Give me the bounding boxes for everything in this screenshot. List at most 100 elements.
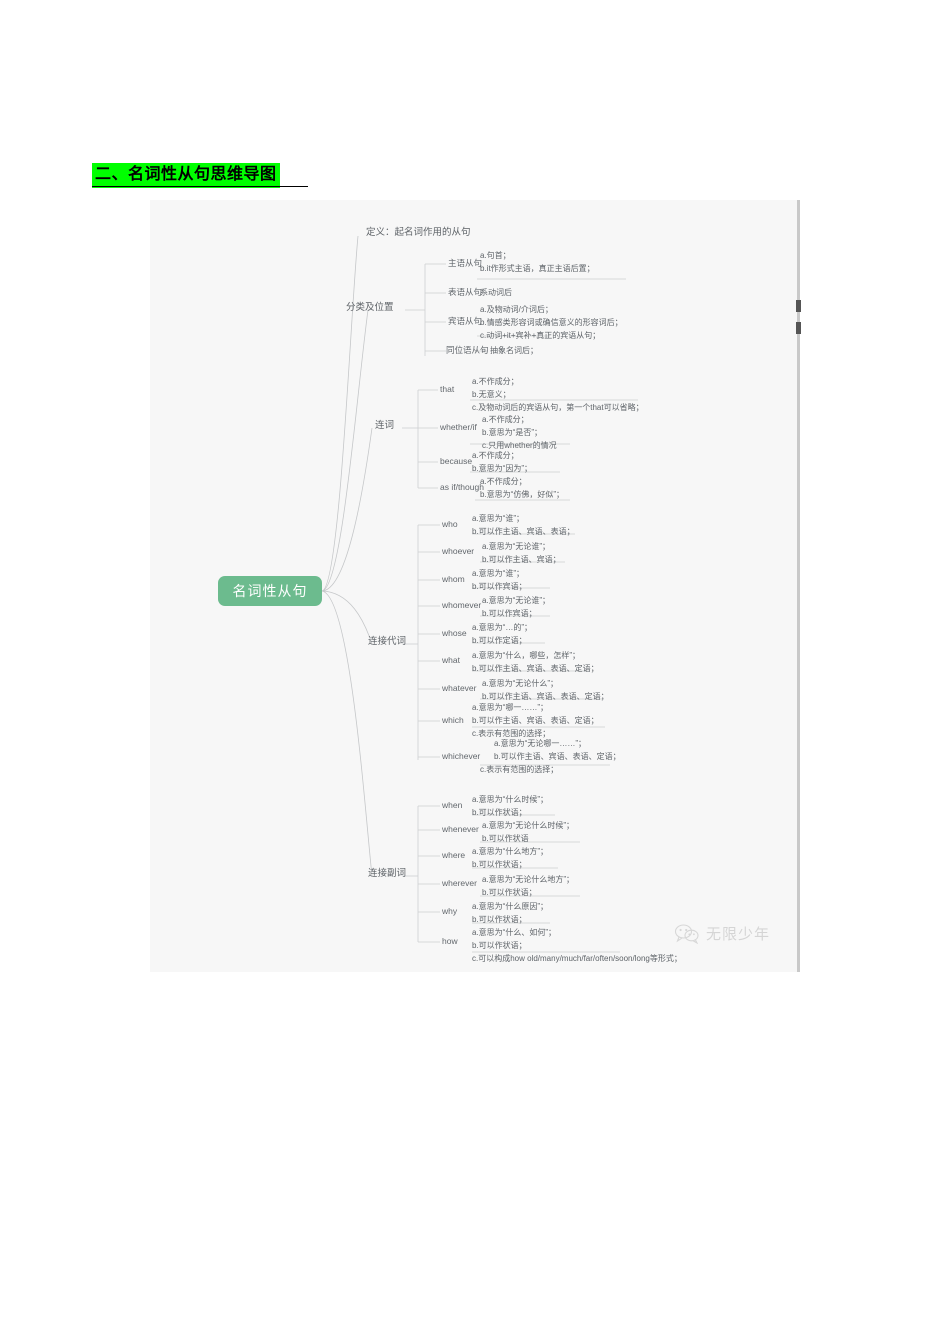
detail-line: a.不作成分； xyxy=(472,377,519,386)
detail-line: b.情感类形容词或确信意义的形容词后； xyxy=(480,317,623,327)
page-title: 二、名词性从句思维导图 xyxy=(92,163,280,188)
node-appositive-clause[interactable]: 同位语从句 xyxy=(446,345,489,355)
detail-line: a.意思为“无论什么地方”； xyxy=(482,875,574,884)
node-whichever[interactable]: whichever xyxy=(442,751,481,761)
detail-line: a.意思为“什么时候”； xyxy=(472,795,548,804)
detail-line: b.可以作主语、宾语、表语、定语； xyxy=(494,751,621,761)
detail-whatever: a.意思为“无论什么”； b.可以作主语、宾语、表语、定语； xyxy=(482,678,609,704)
detail-whoever: a.意思为“无论谁”； b.可以作主语、宾语； xyxy=(482,541,561,567)
detail-line: a.意思为“无论什么”； xyxy=(482,679,558,688)
detail-line: a.不作成分； xyxy=(472,451,519,460)
node-whenever[interactable]: whenever xyxy=(442,824,479,834)
node-which[interactable]: which xyxy=(442,715,464,725)
node-when[interactable]: when xyxy=(442,800,463,810)
page-title-underline xyxy=(92,186,308,187)
node-how[interactable]: how xyxy=(442,936,458,946)
detail-whose: a.意思为“…的”； b.可以作定语； xyxy=(472,622,532,648)
detail-line: c.可以构成how old/many/much/far/often/soon/l… xyxy=(472,953,682,963)
node-as-if-though[interactable]: as if/though xyxy=(440,482,484,492)
node-whatever[interactable]: whatever xyxy=(442,683,477,693)
mindmap-root-node[interactable]: 名词性从句 xyxy=(218,576,322,606)
detail-line: a.不作成分； xyxy=(480,477,527,486)
detail-line: b.可以作状语； xyxy=(482,887,537,897)
detail-that: a.不作成分； b.无意义； c.及物动词后的宾语从句，第一个that可以省略； xyxy=(472,376,644,415)
node-whose[interactable]: whose xyxy=(442,628,467,638)
node-that[interactable]: that xyxy=(440,384,455,394)
vertical-scrollbar-track[interactable] xyxy=(797,200,800,972)
vertical-scrollbar-thumb-secondary[interactable] xyxy=(796,322,801,334)
detail-whomever: a.意思为“无论谁”； b.可以作宾语； xyxy=(482,595,550,621)
detail-line: 抽象名词后； xyxy=(490,346,538,355)
detail-line: b.可以作主语、宾语、表语； xyxy=(472,526,575,536)
detail-line: a.意思为“谁”； xyxy=(472,569,524,578)
watermark: 无限少年 xyxy=(674,923,770,944)
detail-when: a.意思为“什么时候”； b.可以作状语； xyxy=(472,794,548,820)
watermark-text: 无限少年 xyxy=(706,926,771,943)
detail-whom: a.意思为“谁”； b.可以作宾语； xyxy=(472,568,527,594)
detail-line: a.意思为“什么、如何”； xyxy=(472,928,556,937)
detail-line: b.it作形式主语，真正主语后置； xyxy=(480,263,595,273)
detail-line: b.可以作状语 xyxy=(482,833,529,843)
detail-line: a.意思为“无论谁”； xyxy=(482,542,550,551)
detail-line: b.无意义； xyxy=(472,389,511,399)
detail-line: a.意思为“无论什么时候”； xyxy=(482,821,574,830)
detail-line: a.意思为“哪一……”； xyxy=(472,703,548,712)
detail-line: b.可以作状语； xyxy=(472,859,527,869)
detail-whether-if: a.不作成分； b.意思为“是否”； c.只用whether的情况 xyxy=(482,414,557,453)
detail-line: b.可以作状语； xyxy=(472,914,527,924)
detail-line: c.及物动词后的宾语从句，第一个that可以省略； xyxy=(472,402,644,412)
branch-connective-adverbs[interactable]: 连接副词 xyxy=(368,868,407,879)
detail-line: b.可以作宾语； xyxy=(472,581,527,591)
node-whom[interactable]: whom xyxy=(442,574,465,584)
node-where[interactable]: where xyxy=(442,850,466,860)
detail-who: a.意思为“谁”； b.可以作主语、宾语、表语； xyxy=(472,513,575,539)
detail-line: b.意思为“是否”； xyxy=(482,427,542,437)
detail-line: a.意思为“什么，哪些，怎样”； xyxy=(472,651,580,660)
node-because[interactable]: because xyxy=(440,456,473,466)
detail-line: 系动词后 xyxy=(480,288,512,297)
detail-line: b.可以作状语； xyxy=(472,807,527,817)
node-predicative-clause[interactable]: 表语从句 xyxy=(448,287,483,297)
node-whoever[interactable]: whoever xyxy=(442,546,475,556)
detail-line: c.表示有范围的选择； xyxy=(472,728,551,738)
detail-line: a.意思为“无论谁”； xyxy=(482,596,550,605)
detail-where: a.意思为“什么地方”； b.可以作状语； xyxy=(472,846,548,872)
detail-why: a.意思为“什么原因”； b.可以作状语； xyxy=(472,901,548,927)
detail-predicative-clause: 系动词后 xyxy=(480,287,512,300)
detail-line: a.不作成分； xyxy=(482,415,529,424)
detail-line: c.只用whether的情况 xyxy=(482,440,557,450)
detail-appositive-clause: 抽象名词后； xyxy=(490,345,538,358)
branch-definition[interactable]: 定义：起名词作用的从句 xyxy=(366,227,471,238)
node-wherever[interactable]: wherever xyxy=(442,878,477,888)
node-why[interactable]: why xyxy=(442,906,458,916)
detail-line: a.及物动词/介词后； xyxy=(480,305,553,314)
detail-line: b.可以作状语； xyxy=(472,940,527,950)
node-subject-clause[interactable]: 主语从句 xyxy=(448,258,483,268)
detail-because: a.不作成分； b.意思为“因为”； xyxy=(472,450,532,476)
node-object-clause[interactable]: 宾语从句 xyxy=(448,316,483,326)
node-whomever[interactable]: whomever xyxy=(442,600,482,610)
detail-how: a.意思为“什么、如何”； b.可以作状语； c.可以构成how old/man… xyxy=(472,927,682,966)
detail-line: c.动词+it+宾补+真正的宾语从句； xyxy=(480,330,601,340)
detail-wherever: a.意思为“无论什么地方”； b.可以作状语； xyxy=(482,874,574,900)
detail-line: b.可以作主语、宾语、表语、定语； xyxy=(472,663,599,673)
node-whether-if[interactable]: whether/if xyxy=(440,422,477,432)
detail-line: a.句首； xyxy=(480,251,511,260)
branch-conjunctions[interactable]: 连词 xyxy=(375,420,395,431)
detail-line: a.意思为“无论哪一……”； xyxy=(494,739,586,748)
node-who[interactable]: who xyxy=(442,519,458,529)
detail-line: b.可以作定语； xyxy=(472,635,527,645)
mindmap-canvas: 名词性从句 定义：起名词作用的从句 分类及位置 主语从句 a.句首； b.it作… xyxy=(150,200,798,972)
detail-line: a.意思为“什么地方”； xyxy=(472,847,548,856)
detail-line: c.表示有范围的选择； xyxy=(480,764,559,774)
node-what[interactable]: what xyxy=(442,655,460,665)
wechat-icon xyxy=(674,923,699,944)
branch-classification[interactable]: 分类及位置 xyxy=(346,302,394,313)
vertical-scrollbar-thumb[interactable] xyxy=(796,300,801,312)
detail-subject-clause: a.句首； b.it作形式主语，真正主语后置； xyxy=(480,250,595,276)
detail-line: b.意思为“仿佛，好似”； xyxy=(480,489,564,499)
detail-line: b.可以作主语、宾语、表语、定语； xyxy=(472,715,599,725)
detail-line: a.意思为“谁”； xyxy=(472,514,524,523)
branch-connective-pronouns[interactable]: 连接代词 xyxy=(368,636,407,647)
detail-object-clause: a.及物动词/介词后； b.情感类形容词或确信意义的形容词后； c.动词+it+… xyxy=(480,304,623,343)
